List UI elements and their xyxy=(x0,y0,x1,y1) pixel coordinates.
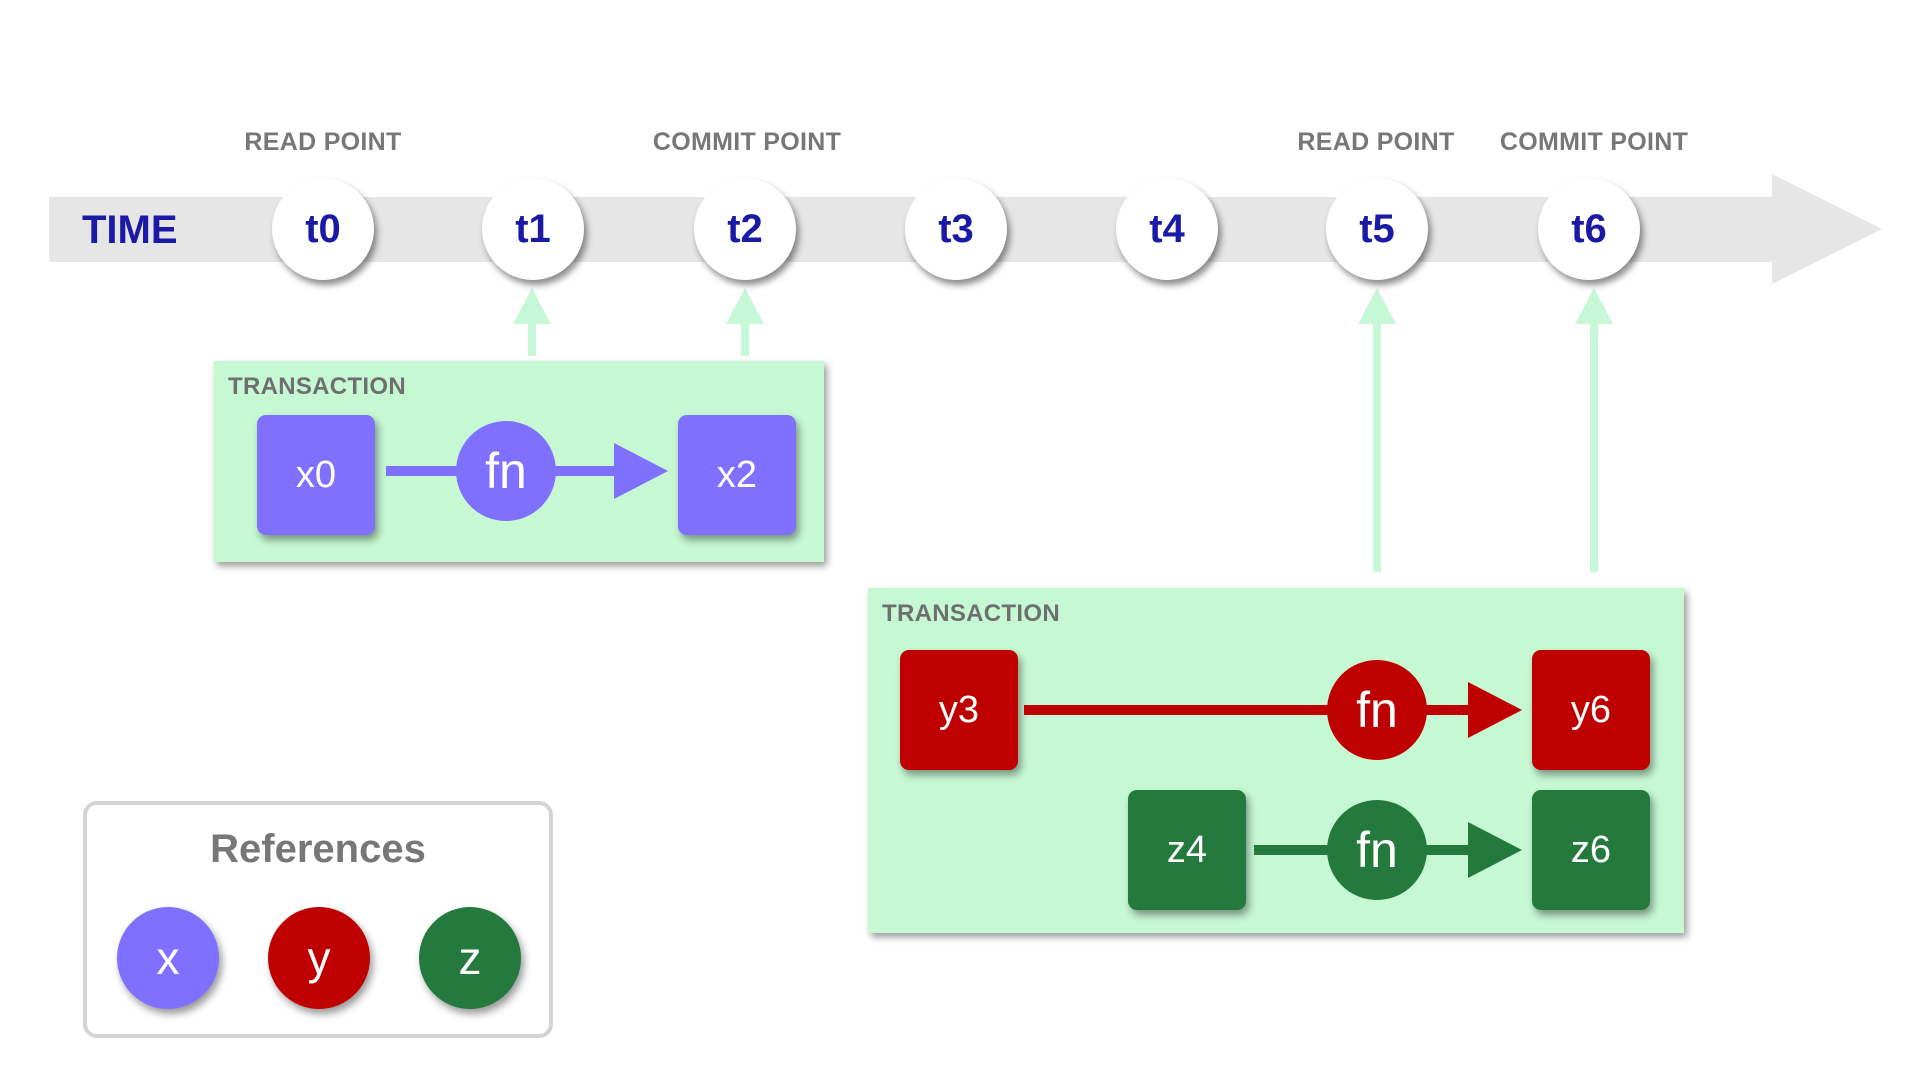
transaction-x: TRANSACTION x0 fn x2 xyxy=(214,361,824,562)
timeline-arrowhead xyxy=(1772,174,1882,284)
tick-t6: t6 xyxy=(1538,178,1640,280)
flow-arrow-y xyxy=(1024,682,1522,738)
tick-t4: t4 xyxy=(1116,178,1218,280)
fn-circle-z: fn xyxy=(1327,800,1427,900)
reference-y: y xyxy=(268,907,370,1009)
legend-title: References xyxy=(210,827,426,871)
arrow-to-t5 xyxy=(1356,288,1398,572)
value-z4: z4 xyxy=(1128,790,1246,910)
read-point-label-t5: READ POINT xyxy=(1297,128,1455,156)
fn-circle-x: fn xyxy=(456,421,556,521)
reference-z: z xyxy=(419,907,521,1009)
time-label: TIME xyxy=(82,208,178,252)
transaction-label: TRANSACTION xyxy=(882,600,1060,627)
tick-t2: t2 xyxy=(694,178,796,280)
value-y3: y3 xyxy=(900,650,1018,770)
arrow-to-t6 xyxy=(1573,288,1615,572)
reference-x: x xyxy=(117,907,219,1009)
commit-point-label-t2: COMMIT POINT xyxy=(652,128,842,156)
value-x2: x2 xyxy=(678,415,796,535)
value-z6: z6 xyxy=(1532,790,1650,910)
transaction-label: TRANSACTION xyxy=(228,373,406,400)
transaction-yz: TRANSACTION y3 fn y6 z4 fn z6 xyxy=(868,588,1684,933)
arrow-to-t2 xyxy=(724,288,766,356)
commit-point-label-t6: COMMIT POINT xyxy=(1499,128,1689,156)
tick-t1: t1 xyxy=(482,178,584,280)
tick-t3: t3 xyxy=(905,178,1007,280)
tick-t0: t0 xyxy=(272,178,374,280)
read-point-label-t0: READ POINT xyxy=(244,128,402,156)
arrow-to-t1 xyxy=(511,288,553,356)
tick-t5: t5 xyxy=(1326,178,1428,280)
value-x0: x0 xyxy=(257,415,375,535)
fn-circle-y: fn xyxy=(1327,660,1427,760)
references-legend: References x y z xyxy=(83,801,553,1038)
value-y6: y6 xyxy=(1532,650,1650,770)
